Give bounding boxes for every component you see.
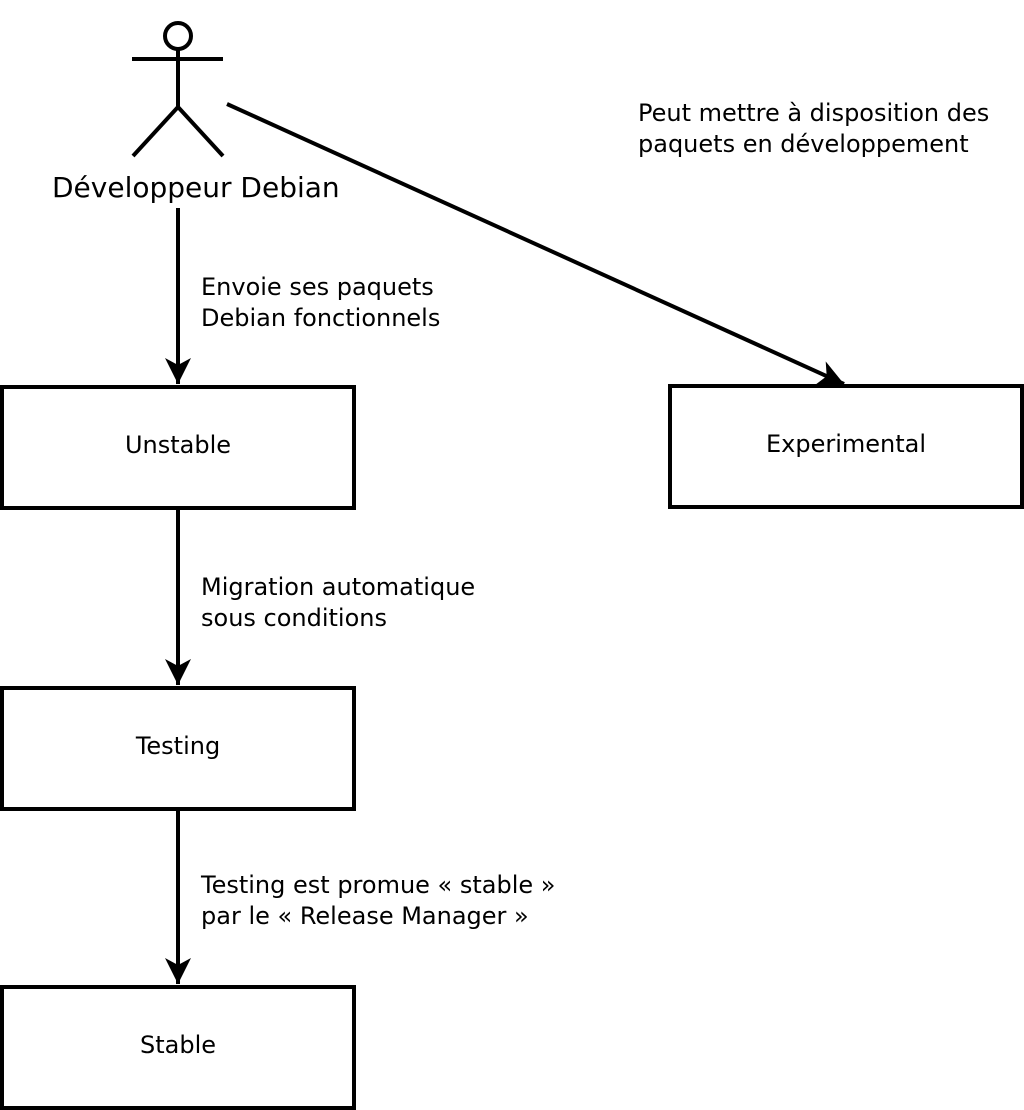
edge-label-line: Envoie ses paquets [201,273,434,301]
edge-label-line: par le « Release Manager » [201,902,529,930]
edge-label-dev-to-unstable: Envoie ses paquets Debian fonctionnels [201,272,440,334]
edge-label-testing-to-stable: Testing est promue « stable » par le « R… [201,870,555,932]
edge-label-line: Debian fonctionnels [201,304,441,332]
edge-label-line: Peut mettre à disposition des [638,99,990,127]
box-stable: Stable [0,985,356,1110]
actor-label: Développeur Debian [52,171,340,204]
box-unstable: Unstable [0,385,356,510]
edge-label-line: sous conditions [201,604,387,632]
box-testing-label: Testing [135,731,221,760]
box-unstable-label: Unstable [124,430,232,459]
edge-label-unstable-to-testing: Migration automatique sous conditions [201,572,475,634]
box-experimental-label: Experimental [765,429,927,458]
edge-label-line: Migration automatique [201,573,476,601]
edge-label-dev-to-experimental: Peut mettre à disposition des paquets en… [638,98,989,160]
edge-label-line: paquets en développement [638,130,969,158]
edge-label-line: Testing est promue « stable » [201,871,556,899]
box-stable-label: Stable [139,1030,217,1059]
arrow-dev-to-experimental [226,102,845,386]
box-testing: Testing [0,686,356,811]
box-experimental: Experimental [668,384,1024,509]
stick-person-icon [131,21,225,158]
